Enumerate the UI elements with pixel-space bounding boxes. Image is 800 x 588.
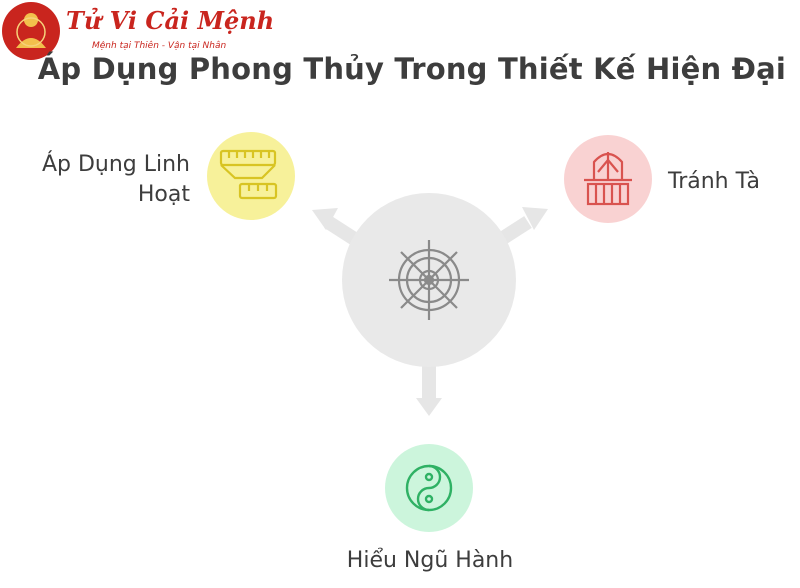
diagram-title: Áp Dụng Phong Thủy Trong Thiết Kế Hiện Đ… — [37, 52, 786, 86]
node-circle-flexible — [207, 132, 295, 220]
yin-yang-icon — [405, 464, 453, 512]
logo-subtitle: Mệnh tại Thiên - Vận tại Nhân — [92, 41, 227, 51]
ship-wheel-icon — [389, 240, 469, 320]
logo-title: Tử Vi Cải Mệnh — [66, 6, 275, 35]
node-label-five-elements: Hiểu Ngũ Hành — [346, 548, 514, 573]
arrow-top-right — [496, 207, 548, 246]
arrow-top-left — [312, 208, 360, 246]
node-label-avoid-evil: Tránh Tà — [668, 169, 760, 194]
buddha-icon — [16, 13, 46, 48]
measuring-tape-icon — [219, 149, 278, 200]
brand-logo[interactable]: Tử Vi Cải Mệnh Mệnh tại Thiên - Vận tại … — [0, 0, 274, 62]
gate-icon — [584, 152, 632, 206]
node-label-flexible: Áp Dụng Linh Hoạt — [41, 152, 190, 207]
logo-emblem — [2, 2, 60, 60]
